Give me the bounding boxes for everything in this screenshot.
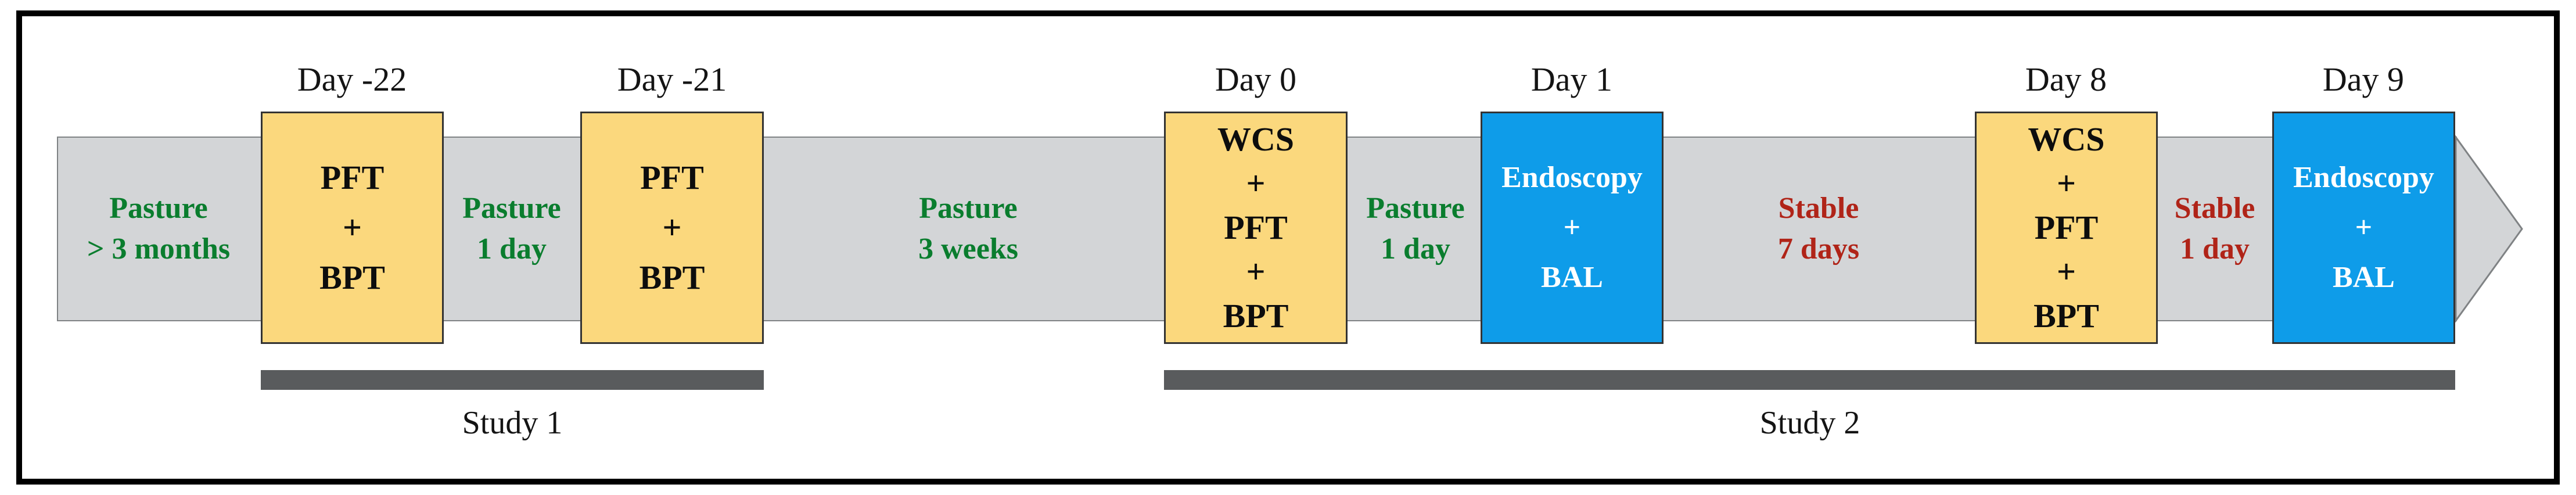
segment-line: Stable	[1778, 192, 1859, 225]
event-box-day-9: Endoscopy + BAL	[2272, 112, 2455, 344]
day-label-day-minus-22: Day -22	[297, 60, 407, 98]
day-label-day-1: Day 1	[1530, 60, 1613, 98]
segment-line: Stable	[2174, 192, 2255, 225]
study-1-label: Study 1	[462, 405, 563, 441]
segment-line: 1 day	[2180, 232, 2250, 266]
segment-line: Pasture	[1366, 192, 1465, 225]
event-line: BAL	[1541, 261, 1603, 294]
event-box-day-minus-21: PFT + BPT	[580, 112, 764, 344]
event-line: PFT	[2034, 209, 2099, 246]
event-line: +	[342, 209, 362, 246]
segment-label-pasture-1-day-b: Pasture 1 day	[1299, 188, 1532, 270]
event-line: PFT	[320, 159, 385, 196]
segment-line: Pasture	[109, 192, 208, 225]
segment-line: Pasture	[919, 192, 1018, 225]
event-line: BPT	[1223, 297, 1289, 335]
timeline-arrowhead-icon	[2455, 135, 2523, 322]
event-line: Endoscopy	[2293, 161, 2434, 194]
event-line: +	[1563, 211, 1581, 244]
event-line: BPT	[639, 259, 705, 296]
day-label-day-0: Day 0	[1215, 60, 1297, 98]
segment-label-stable-1-day: Stable 1 day	[2099, 188, 2331, 270]
event-line: +	[1246, 253, 1266, 290]
event-line: PFT	[640, 159, 704, 196]
day-label-day-9: Day 9	[2322, 60, 2405, 98]
event-line: Endoscopy	[1501, 161, 1643, 194]
event-line: +	[2056, 253, 2076, 290]
event-line: BPT	[319, 259, 385, 296]
event-line: BAL	[2333, 261, 2395, 294]
event-line: +	[2355, 211, 2373, 244]
event-box-day-1: Endoscopy + BAL	[1481, 112, 1664, 344]
event-line: +	[2056, 164, 2076, 202]
study-1-bar	[261, 370, 764, 390]
study-2-bar	[1164, 370, 2455, 390]
event-line: WCS	[1217, 120, 1295, 158]
event-line: +	[662, 209, 682, 246]
segment-label-pasture-3-weeks: Pasture 3 weeks	[852, 188, 1084, 270]
day-label-day-8: Day 8	[2025, 60, 2107, 98]
segment-line: 3 weeks	[918, 232, 1018, 266]
segment-label-pasture-1-day-a: Pasture 1 day	[396, 188, 628, 270]
day-label-day-minus-21: Day -21	[617, 60, 727, 98]
event-line: PFT	[1224, 209, 1288, 246]
segment-line: 1 day	[1381, 232, 1450, 266]
event-line: +	[1246, 164, 1266, 202]
segment-line: 1 day	[477, 232, 547, 266]
study-2-label: Study 2	[1759, 405, 1860, 441]
segment-line: 7 days	[1777, 232, 1860, 266]
event-line: WCS	[2028, 120, 2105, 158]
event-box-day-0: WCS + PFT + BPT	[1164, 112, 1348, 344]
event-box-day-minus-22: PFT + BPT	[261, 112, 444, 344]
segment-line: > 3 months	[87, 232, 231, 266]
event-line: BPT	[2034, 297, 2099, 335]
segment-line: Pasture	[462, 192, 561, 225]
event-box-day-8: WCS + PFT + BPT	[1975, 112, 2158, 344]
segment-label-pasture-3-months: Pasture > 3 months	[42, 188, 275, 270]
segment-label-stable-7-days: Stable 7 days	[1702, 188, 1935, 270]
